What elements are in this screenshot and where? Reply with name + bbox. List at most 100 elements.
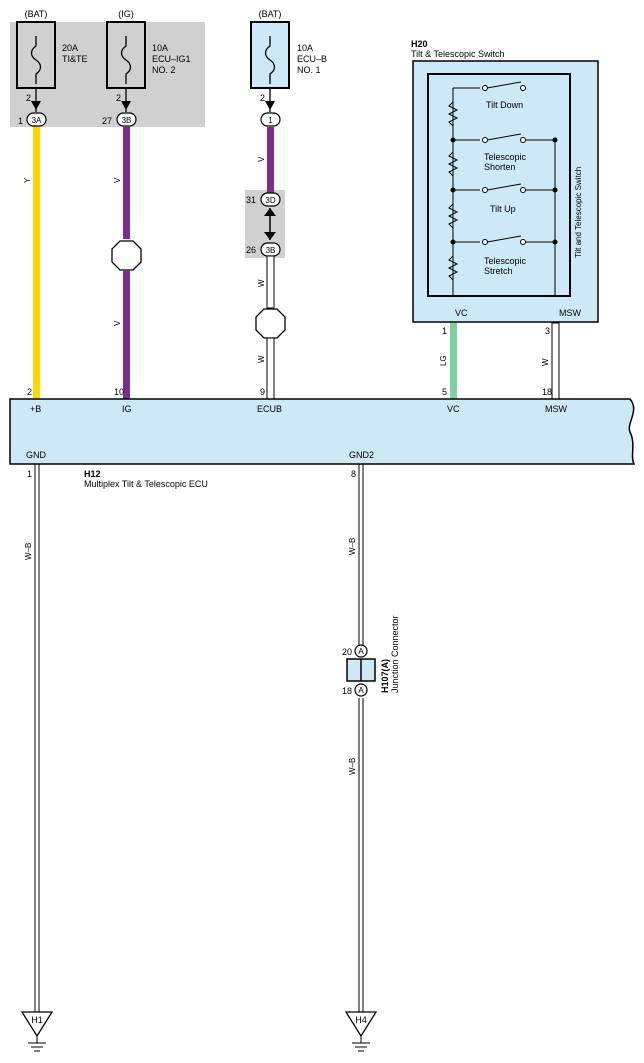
- svg-text:GND: GND: [26, 450, 47, 460]
- svg-text:+B: +B: [30, 404, 41, 414]
- wire-white-msw: [551, 322, 560, 400]
- svg-text:MSW: MSW: [559, 308, 582, 318]
- svg-text:ECU–IG1: ECU–IG1: [152, 54, 191, 64]
- svg-text:3A: 3A: [32, 116, 42, 125]
- svg-text:10A: 10A: [152, 43, 168, 53]
- svg-text:Telescopic: Telescopic: [484, 152, 527, 162]
- ground-h1: H1: [20, 1011, 54, 1052]
- svg-text:20A: 20A: [62, 43, 78, 53]
- svg-text:W: W: [257, 355, 266, 363]
- svg-text:26: 26: [246, 245, 256, 255]
- fuse-ecu-b-no1: (BAT) 10A ECU–B NO. 1 2 1: [250, 9, 327, 127]
- svg-text:(IG): (IG): [118, 9, 134, 19]
- svg-text:3B: 3B: [122, 116, 132, 125]
- svg-text:31: 31: [246, 195, 256, 205]
- svg-text:1: 1: [18, 116, 23, 126]
- wire-lightgreen-vc: [450, 323, 457, 399]
- svg-text:W: W: [257, 279, 266, 287]
- svg-text:A: A: [358, 647, 364, 656]
- svg-text:H4: H4: [355, 1015, 367, 1025]
- connector-3a: [26, 112, 47, 127]
- svg-text:A: A: [358, 686, 364, 695]
- wire-violet-ig-bottom: [123, 270, 130, 399]
- svg-text:1: 1: [27, 469, 32, 479]
- svg-text:3B: 3B: [266, 246, 276, 255]
- svg-text:W: W: [541, 358, 550, 366]
- svg-text:V: V: [113, 320, 122, 326]
- svg-text:10: 10: [114, 387, 124, 397]
- svg-text:NO. 1: NO. 1: [297, 65, 321, 75]
- svg-text:Tilt Down: Tilt Down: [486, 100, 523, 110]
- svg-text:Junction Connector: Junction Connector: [390, 615, 400, 693]
- svg-text:H1: H1: [31, 1015, 43, 1025]
- wire-wb-gnd: W–B: [24, 464, 40, 1012]
- svg-text:H107(A): H107(A): [380, 659, 390, 693]
- svg-text:Shorten: Shorten: [484, 162, 516, 172]
- svg-text:Tilt & Telescopic Switch: Tilt & Telescopic Switch: [411, 49, 505, 59]
- svg-text:Stretch: Stretch: [484, 266, 513, 276]
- svg-text:V: V: [113, 177, 122, 183]
- fuse-ti-te: (BAT) 20A TI&TE 2 1 3A: [16, 9, 88, 127]
- svg-text:NO. 2: NO. 2: [152, 65, 176, 75]
- svg-text:LG: LG: [439, 355, 448, 366]
- svg-text:Y: Y: [23, 177, 32, 183]
- junction-3d-3b: 31 3D 26 3B: [246, 192, 281, 257]
- switch-contact-telescopic-shorten: Telescopic Shorten: [450, 133, 558, 172]
- svg-text:TI&TE: TI&TE: [62, 54, 88, 64]
- connector-1: [260, 112, 281, 127]
- wire-violet-ig-top: [123, 127, 130, 239]
- svg-text:2: 2: [26, 93, 31, 103]
- svg-text:Tilt Up: Tilt Up: [490, 204, 516, 214]
- svg-text:1: 1: [268, 116, 273, 125]
- ground-h4: H4: [344, 1011, 378, 1052]
- splice-ecub: [255, 308, 286, 339]
- svg-text:Tilt and Telescopic Switch: Tilt and Telescopic Switch: [574, 167, 583, 258]
- svg-text:8: 8: [351, 469, 356, 479]
- svg-text:2: 2: [116, 93, 121, 103]
- svg-text:H20: H20: [411, 39, 428, 49]
- svg-text:2: 2: [27, 387, 32, 397]
- svg-text:VC: VC: [447, 404, 460, 414]
- connector-3b: [116, 112, 137, 127]
- svg-text:VC: VC: [455, 308, 468, 318]
- svg-text:18: 18: [542, 387, 552, 397]
- svg-text:IG: IG: [122, 404, 132, 414]
- svg-text:W–B: W–B: [24, 543, 33, 560]
- wire-yellow: [33, 127, 40, 399]
- ecu-h12: 2 +B 10 IG 9 ECUB 5 VC 18 MSW GND GND2: [9, 387, 636, 465]
- fuse-ecu-ig1-no2: (IG) 10A ECU–IG1 NO. 2 2 27 3B: [102, 9, 191, 127]
- svg-text:9: 9: [260, 387, 265, 397]
- svg-text:H12: H12: [84, 469, 101, 479]
- svg-text:ECU–B: ECU–B: [297, 54, 327, 64]
- svg-text:20: 20: [342, 647, 352, 657]
- wire-wb-gnd2: W–B W–B: [348, 464, 364, 1012]
- svg-text:10A: 10A: [297, 43, 313, 53]
- splice-ig: [111, 240, 142, 271]
- svg-text:ECUB: ECUB: [257, 404, 282, 414]
- switch-contact-telescopic-stretch: Telescopic Stretch: [450, 235, 558, 276]
- wire-white-ecub-bottom: [266, 337, 275, 400]
- svg-text:Multiplex Tilt & Telescopic EC: Multiplex Tilt & Telescopic ECU: [84, 479, 208, 489]
- svg-text:(BAT): (BAT): [259, 9, 282, 19]
- wire-violet-ecub: [267, 127, 274, 195]
- switch-h20: H20 Tilt & Telescopic Switch Tilt and Te…: [411, 39, 599, 323]
- junction-connector-h107: 20 A 18 A H107(A) Junction Connector: [342, 615, 400, 697]
- svg-text:18: 18: [342, 686, 352, 696]
- svg-text:MSW: MSW: [545, 404, 568, 414]
- fuse-ti-te-source: (BAT): [25, 9, 48, 19]
- switch-contact-tilt-up: Tilt Up: [450, 183, 558, 214]
- svg-text:3D: 3D: [265, 196, 275, 205]
- svg-text:5: 5: [442, 387, 447, 397]
- svg-text:3: 3: [545, 326, 550, 336]
- svg-text:Telescopic: Telescopic: [484, 256, 527, 266]
- wire-white-ecub-top: [266, 255, 275, 309]
- svg-text:W–B: W–B: [348, 758, 357, 775]
- svg-text:GND2: GND2: [349, 450, 374, 460]
- switch-contact-tilt-down: Tilt Down: [482, 81, 526, 110]
- svg-text:1: 1: [442, 326, 447, 336]
- svg-text:W–B: W–B: [348, 538, 357, 555]
- svg-text:27: 27: [102, 116, 112, 126]
- svg-text:2: 2: [260, 93, 265, 103]
- svg-text:V: V: [257, 156, 266, 162]
